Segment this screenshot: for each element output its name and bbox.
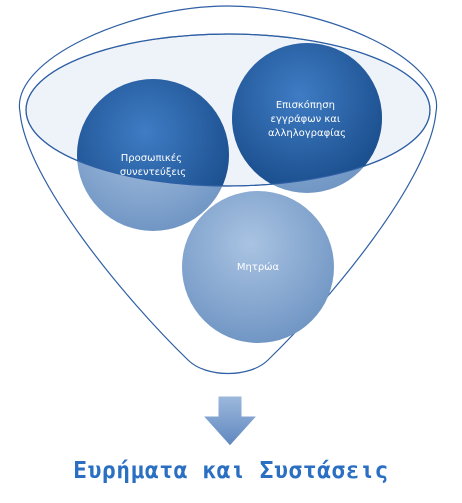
registers-label: Μητρώα xyxy=(237,261,280,273)
interviews-label: Προσωπικές συνεντεύξεις xyxy=(120,152,186,178)
rim-overlay xyxy=(77,43,382,186)
documents-label: Επισκόπηση εγγράφων και αλληλογραφίας xyxy=(268,99,346,139)
funnel-rim-edge xyxy=(25,33,431,187)
registers-circle xyxy=(182,191,334,343)
down-arrow-icon xyxy=(201,395,259,447)
result-title: Ευρήματα και Συστάσεις xyxy=(73,458,389,484)
